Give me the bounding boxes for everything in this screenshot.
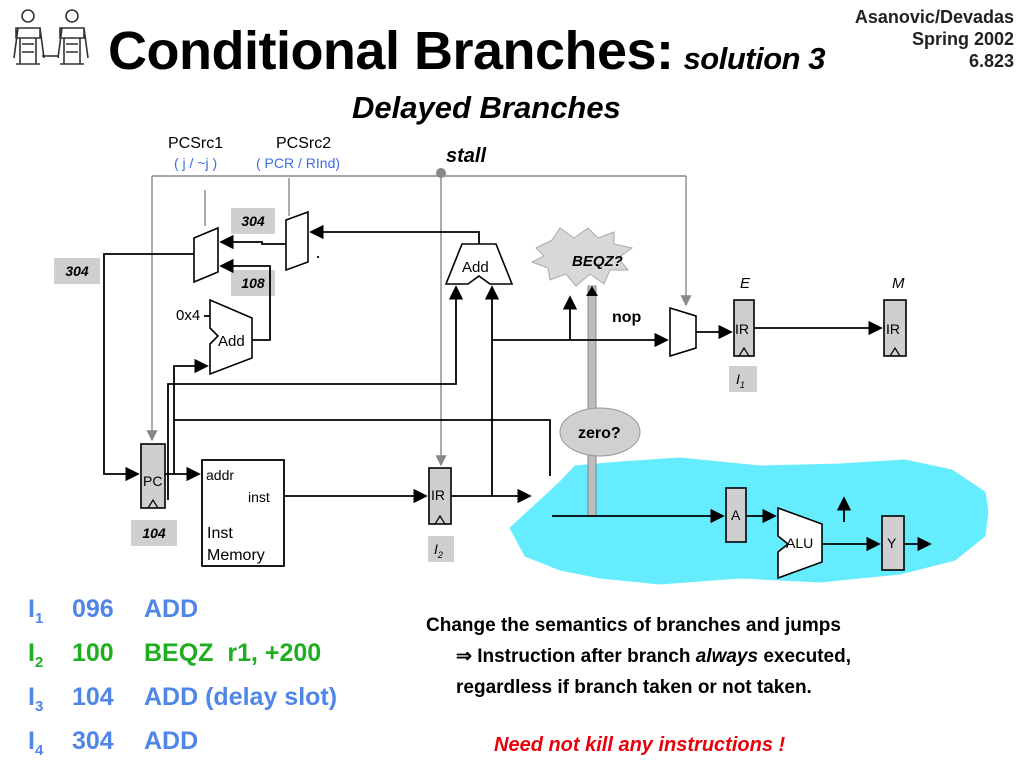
instr-addr: 304 xyxy=(72,727,114,755)
value-box-304-left: 304 xyxy=(54,258,100,284)
pc-register-label: PC xyxy=(143,473,162,489)
title-main-text: Conditional Branches: xyxy=(108,21,674,81)
reg-y-label: Y xyxy=(887,535,897,551)
svg-text:108: 108 xyxy=(241,275,265,291)
execute-stage-cloud xyxy=(509,457,989,585)
credit-course: 6.823 xyxy=(968,51,1014,71)
svg-text:104: 104 xyxy=(142,525,166,541)
pcsrc1-sub: ( j / ~j ) xyxy=(174,155,217,171)
i2-label: I2 xyxy=(434,541,443,560)
reg-a-label: A xyxy=(731,507,741,523)
page-title: Conditional Branches: solution 3 xyxy=(108,20,825,82)
instr-op: ADD xyxy=(144,595,199,623)
zero-label: zero? xyxy=(578,425,621,442)
explain-line-1: Change the semantics of branches and jum… xyxy=(426,615,841,636)
instr-addr: 104 xyxy=(72,683,114,711)
nop-label: nop xyxy=(612,309,642,326)
i1-label: I1 xyxy=(736,371,745,390)
pc-register xyxy=(140,443,166,509)
value-box-304-top: 304 xyxy=(231,208,275,234)
mem-name-1: Inst xyxy=(207,525,233,542)
branch-adder-label: Add xyxy=(462,259,489,276)
page-subtitle: Delayed Branches xyxy=(352,90,621,125)
instr-id: I1 xyxy=(28,595,44,627)
beqz-label: BEQZ? xyxy=(572,253,623,270)
ir-memory-label: IR xyxy=(886,321,900,337)
reg-a xyxy=(725,487,747,543)
instruction-row: I1 096 ADD xyxy=(28,592,337,636)
credits: Asanovic/Devadas Spring 2002 6.823 xyxy=(855,6,1014,72)
explanation-text: Change the semantics of branches and jum… xyxy=(426,610,1016,703)
reg-y xyxy=(881,515,905,571)
instr-op: BEQZ r1, +200 xyxy=(144,639,322,667)
alu xyxy=(777,506,823,580)
ir-decode-label: IR xyxy=(431,487,445,503)
pcsrc1-label: PCSrc1 xyxy=(168,135,223,152)
mem-name-2: Memory xyxy=(207,547,265,564)
mem-inst-label: inst xyxy=(248,489,270,505)
branch-target-adder xyxy=(444,243,514,285)
stage-e-label: E xyxy=(740,275,751,292)
ir-memory xyxy=(883,299,907,357)
pcsrc2-sub: ( PCR / RInd) xyxy=(256,155,340,171)
instruction-row: I3 104 ADD (delay slot) xyxy=(28,680,337,724)
pc-adder-label: Add xyxy=(218,333,245,350)
pipeline-diagram: PCSrc1 ( j / ~j ) PCSrc2 ( PCR / RInd) s… xyxy=(54,135,989,585)
note-text: Need not kill any instructions ! xyxy=(494,734,786,756)
value-box-108: 108 xyxy=(231,270,275,296)
inst-memory xyxy=(201,459,285,567)
credit-authors: Asanovic/Devadas xyxy=(854,7,1014,27)
stage-m-label: M xyxy=(892,275,905,292)
alu-label: ALU xyxy=(786,535,813,551)
title-sub-text: solution 3 xyxy=(683,41,826,76)
explain-line-3: regardless if branch taken or not taken. xyxy=(456,677,812,698)
explain-line-2: ⇒ Instruction after branch always execut… xyxy=(456,646,851,667)
pc-mux-2 xyxy=(285,210,309,272)
instruction-row: I4 304 ADD xyxy=(28,724,337,768)
value-box-104: 104 xyxy=(131,520,177,546)
stall-label: stall xyxy=(446,145,486,167)
const-4-label: 0x4 xyxy=(176,307,200,324)
svg-text:304: 304 xyxy=(241,213,265,229)
nop-mux xyxy=(669,306,697,358)
instr-op: ADD xyxy=(144,727,199,755)
instr-id: I3 xyxy=(28,683,44,715)
pcsrc2-label: PCSrc2 xyxy=(276,135,331,152)
instruction-row: I2 100 BEQZ r1, +200 xyxy=(28,636,337,680)
mem-addr-label: addr xyxy=(206,467,234,483)
svg-text:304: 304 xyxy=(65,263,89,279)
ir-execute-label: IR xyxy=(735,321,749,337)
mit-logo-icon xyxy=(13,9,89,65)
instr-op: ADD (delay slot) xyxy=(144,683,338,711)
pc-adder xyxy=(209,298,253,376)
instr-addr: 096 xyxy=(72,595,114,623)
beqz-decision-burst xyxy=(530,227,634,287)
instr-addr: 100 xyxy=(72,639,114,667)
pc-mux-1 xyxy=(193,226,219,284)
zero-check xyxy=(559,407,641,457)
instr-id: I2 xyxy=(28,639,44,671)
instr-id: I4 xyxy=(28,727,44,759)
credit-term: Spring 2002 xyxy=(911,29,1014,49)
